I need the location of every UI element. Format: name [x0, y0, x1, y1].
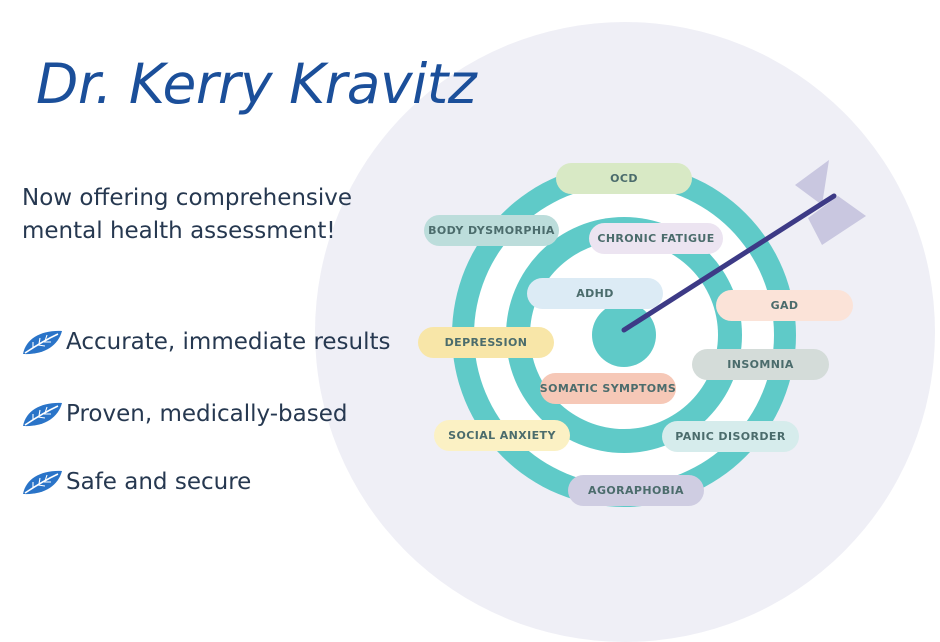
arrow-fletching [795, 160, 866, 245]
condition-pill-body-dysmorphia: BODY DYSMORPHIA [424, 215, 559, 246]
condition-pill-chronic-fatigue: CHRONIC FATIGUE [589, 223, 723, 254]
feature-item-proven: Proven, medically-based [20, 400, 347, 428]
leaf-icon [23, 330, 62, 355]
target-bullseye [592, 303, 656, 367]
leaf-icon [23, 470, 62, 495]
feature-item-secure: Safe and secure [20, 468, 251, 496]
leaf-icon [23, 402, 62, 427]
condition-pill-panic-disorder: PANIC DISORDER [662, 421, 799, 452]
tagline: Now offering comprehensive mental health… [22, 182, 402, 248]
condition-pill-ocd: OCD [556, 163, 692, 194]
condition-pill-depression: DEPRESSION [418, 327, 554, 358]
condition-pill-adhd: ADHD [527, 278, 663, 309]
condition-pill-agoraphobia: AGORAPHOBIA [568, 475, 704, 506]
feature-label: Proven, medically-based [66, 401, 348, 427]
feature-item-accurate: Accurate, immediate results [20, 328, 391, 356]
condition-pill-social-anxiety: SOCIAL ANXIETY [434, 420, 570, 451]
page-title: Dr. Kerry Kravitz [36, 52, 477, 116]
feature-label: Safe and secure [66, 469, 252, 495]
arrow-shaft [621, 193, 837, 333]
tagline-line-1: Now offering comprehensive [22, 185, 353, 211]
tagline-line-2: mental health assessment! [22, 218, 336, 244]
feature-label: Accurate, immediate results [66, 329, 391, 355]
condition-pill-somatic-symptoms: SOMATIC SYMPTOMS [540, 373, 676, 404]
condition-pill-gad: GAD [716, 290, 853, 321]
condition-pill-insomnia: INSOMNIA [692, 349, 829, 380]
